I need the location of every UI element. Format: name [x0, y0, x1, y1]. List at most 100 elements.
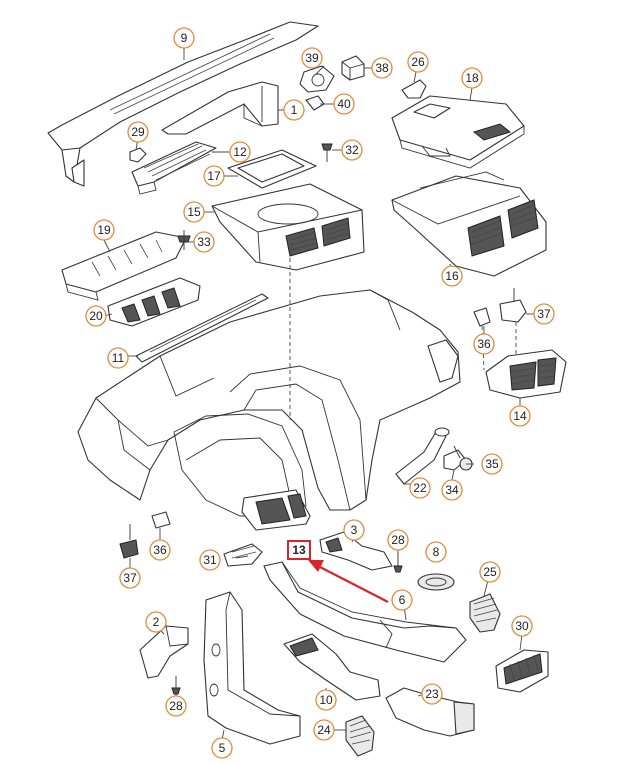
callout-11[interactable]: 11 — [107, 347, 129, 369]
part-air-duct-6[interactable] — [263, 561, 467, 663]
part-latch-26[interactable] — [401, 79, 427, 99]
callout-26-label: 26 — [411, 55, 425, 69]
callout-34-label: 34 — [445, 483, 459, 497]
part-screw-28-lower[interactable] — [171, 676, 181, 695]
part-center-housing[interactable] — [211, 183, 365, 271]
callout-15-label: 15 — [187, 205, 201, 219]
part-vent-25[interactable] — [469, 593, 501, 633]
callout-40[interactable]: 40 — [333, 93, 355, 115]
callout-6-label: 6 — [399, 593, 406, 607]
callout-25[interactable]: 25 — [479, 561, 501, 583]
callout-18[interactable]: 18 — [461, 67, 483, 89]
callout-2[interactable]: 2 — [145, 611, 167, 633]
part-defroster-strip[interactable] — [135, 293, 269, 363]
callout-31[interactable]: 31 — [199, 549, 221, 571]
callout-29[interactable]: 29 — [127, 121, 149, 143]
callout-36-left[interactable]: 36 — [149, 539, 171, 561]
callout-3[interactable]: 3 — [343, 519, 365, 541]
callout-10[interactable]: 10 — [315, 689, 337, 711]
part-clip-37-right[interactable] — [499, 288, 527, 323]
part-screw-32[interactable] — [321, 143, 333, 162]
callout-9-label: 9 — [181, 31, 188, 45]
callout-26[interactable]: 26 — [407, 51, 429, 73]
callout-25-label: 25 — [483, 565, 497, 579]
callout-8[interactable]: 8 — [425, 541, 447, 563]
callout-19[interactable]: 19 — [93, 219, 115, 241]
part-air-duct-10[interactable] — [283, 633, 381, 701]
callout-32[interactable]: 32 — [341, 139, 363, 161]
callout-22[interactable]: 22 — [409, 477, 431, 499]
callout-39-label: 39 — [305, 51, 319, 65]
part-dashboard[interactable] — [77, 289, 461, 517]
callout-34[interactable]: 34 — [441, 479, 463, 501]
part-clip-29[interactable] — [129, 147, 147, 163]
part-clip-36-right[interactable] — [473, 307, 491, 327]
part-dash-center-vent[interactable] — [241, 489, 311, 531]
part-cowl-trim[interactable] — [47, 21, 319, 187]
part-storage-lid[interactable] — [391, 95, 525, 169]
callout-28-lower[interactable]: 28 — [165, 695, 187, 717]
callout-20[interactable]: 20 — [85, 305, 107, 327]
callout-24[interactable]: 24 — [313, 719, 335, 741]
part-clip-39[interactable] — [299, 65, 335, 93]
callout-1[interactable]: 1 — [283, 99, 305, 121]
callout-37-right[interactable]: 37 — [533, 303, 555, 325]
part-vent-grille-20[interactable] — [107, 277, 201, 327]
part-clip-36-left[interactable] — [151, 511, 171, 529]
callout-28-lower-label: 28 — [169, 699, 183, 713]
callout-35-label: 35 — [485, 457, 499, 471]
callout-12[interactable]: 12 — [229, 141, 251, 163]
part-grille-12[interactable] — [131, 141, 217, 195]
callout-37-left[interactable]: 37 — [119, 567, 141, 589]
callout-29-label: 29 — [131, 125, 145, 139]
part-trim-frame-17[interactable] — [227, 149, 317, 189]
callout-17-label: 17 — [207, 169, 221, 183]
part-vent-30[interactable] — [495, 649, 549, 693]
part-vent-right[interactable] — [485, 349, 567, 399]
callout-30[interactable]: 30 — [511, 615, 533, 637]
callout-1-label: 1 — [291, 103, 298, 117]
part-screw-28-upper[interactable] — [393, 554, 403, 573]
part-clip-37-left[interactable] — [119, 524, 139, 559]
callout-23[interactable]: 23 — [421, 683, 443, 705]
callout-16-label: 16 — [445, 269, 459, 283]
part-bracket-2[interactable] — [139, 625, 189, 679]
callout-20-label: 20 — [89, 309, 103, 323]
part-duct-23[interactable] — [385, 687, 475, 737]
callout-35[interactable]: 35 — [481, 453, 503, 475]
callout-36-right[interactable]: 36 — [473, 333, 495, 355]
part-cap-8[interactable] — [417, 573, 455, 591]
callout-36-left-label: 36 — [153, 543, 167, 557]
callout-5-label: 5 — [219, 741, 226, 755]
callout-32-label: 32 — [345, 143, 359, 157]
part-clip-40[interactable] — [305, 95, 325, 111]
callout-14[interactable]: 14 — [509, 405, 531, 427]
part-support-bracket[interactable] — [161, 81, 279, 135]
part-vent-housing-19[interactable] — [61, 231, 187, 301]
callout-31-label: 31 — [203, 553, 217, 567]
part-vent-24[interactable] — [345, 715, 375, 757]
callout-9[interactable]: 9 — [173, 27, 195, 49]
callout-33[interactable]: 33 — [193, 231, 215, 253]
part-connector-31[interactable] — [223, 543, 263, 567]
callout-17[interactable]: 17 — [203, 165, 225, 187]
part-air-duct-5[interactable] — [203, 591, 301, 745]
callout-5[interactable]: 5 — [211, 737, 233, 759]
highlight-arrow — [308, 560, 389, 603]
callout-37-left-label: 37 — [123, 571, 137, 585]
callout-15[interactable]: 15 — [183, 201, 205, 223]
part-clip-38[interactable] — [341, 55, 365, 81]
callout-18-label: 18 — [465, 71, 479, 85]
callout-highlight-13[interactable]: 13 — [287, 540, 311, 560]
callout-39[interactable]: 39 — [301, 47, 323, 69]
callout-28-upper[interactable]: 28 — [387, 529, 409, 551]
callout-3-label: 3 — [351, 523, 358, 537]
callout-16[interactable]: 16 — [441, 265, 463, 287]
callout-38[interactable]: 38 — [371, 57, 393, 79]
callout-30-label: 30 — [515, 619, 529, 633]
part-pipe-22[interactable] — [395, 427, 450, 485]
callout-24-label: 24 — [317, 723, 331, 737]
callout-6[interactable]: 6 — [391, 589, 413, 611]
part-upper-assembly[interactable] — [391, 171, 547, 277]
callout-38-label: 38 — [375, 61, 389, 75]
